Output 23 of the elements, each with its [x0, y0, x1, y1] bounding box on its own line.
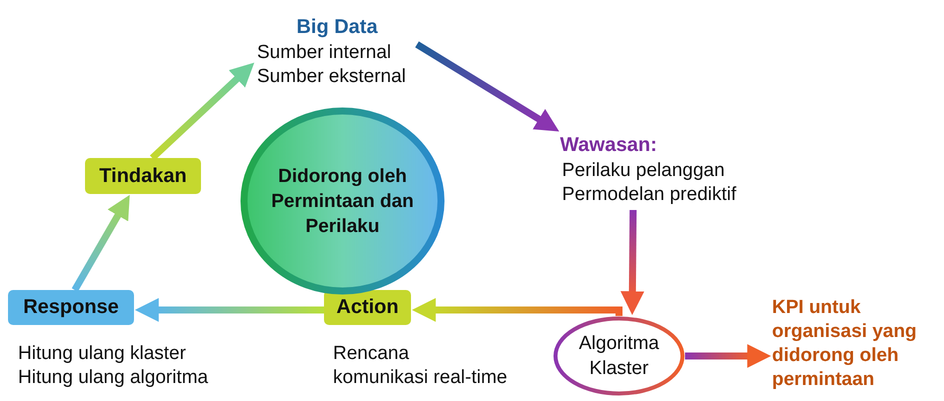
heading-text: Wawasan:: [560, 133, 658, 158]
arrow: [415, 41, 560, 132]
note-text: Hitung ulang algoritma: [18, 366, 210, 390]
arrow: [150, 62, 254, 161]
kpi-text: KPI untuk organisasi yang didorong oleh permintaan: [772, 296, 918, 392]
heading-text: Big Data: [295, 15, 379, 40]
note-text: Rencana: [333, 342, 410, 366]
arrow: [620, 210, 644, 316]
action-box: Action: [324, 290, 411, 325]
arrow: [412, 298, 622, 322]
note-text: Hitung ulang klaster: [18, 342, 187, 366]
list-item-text: Sumber internal: [256, 41, 392, 65]
note-text: komunikasi real-time: [333, 366, 508, 390]
node-text: Algoritma Klaster: [578, 332, 660, 381]
arrow: [134, 298, 324, 322]
list-item-text: Permodelan prediktif: [561, 183, 738, 207]
center-text: Didorong oleh Permintaan dan Perilaku: [270, 164, 415, 238]
list-item-text: Sumber eksternal: [256, 65, 407, 89]
list-item-text: Perilaku pelanggan: [561, 159, 726, 183]
arrow: [72, 194, 130, 292]
response-box: Response: [8, 290, 134, 325]
tindakan-box: Tindakan: [85, 158, 201, 194]
arrow: [685, 344, 772, 368]
